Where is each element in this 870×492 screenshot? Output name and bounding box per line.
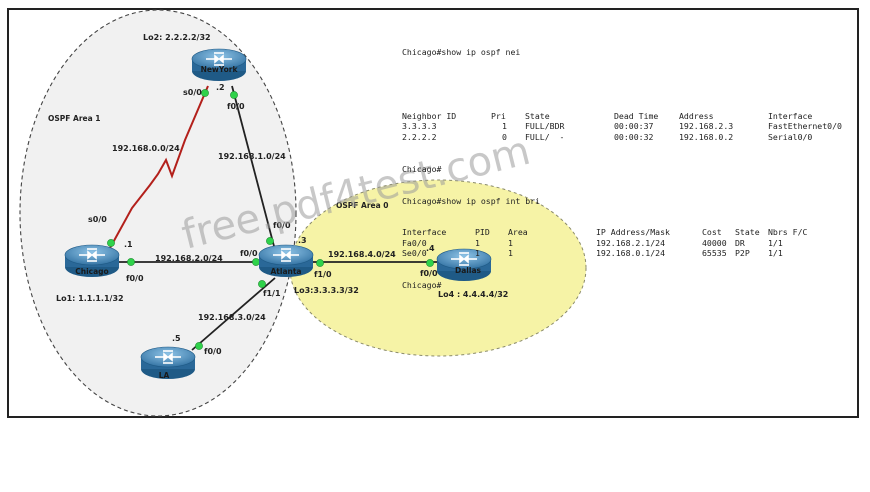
link-newyork-atlanta [231, 85, 276, 251]
int-cell: 1/1 [768, 248, 783, 259]
network-label-192-168-4-0: 192.168.4.0/24 [328, 250, 396, 259]
nei-cell: 2.2.2.2 [402, 131, 437, 142]
nei-cell: 00:00:32 [614, 131, 654, 142]
nei-cell: Serial0/0 [768, 131, 813, 142]
nei-cell: 192.168.0.2 [679, 131, 734, 142]
int-cell: 1 [508, 237, 513, 248]
dallas-f0-label: f0/0 [420, 269, 438, 278]
router-atlanta[interactable]: Atlanta [258, 244, 314, 278]
int-cell: 192.168.2.1/24 [596, 237, 666, 248]
int-cell: Fa0/0 [402, 237, 427, 248]
la-f0-label: f0/0 [204, 347, 222, 356]
chicago-host-label: .1 [124, 240, 133, 249]
area-0-label: OSPF Area 0 [336, 201, 389, 210]
interface-brief-table: Interface PID Area IP Address/Mask Cost … [402, 227, 807, 259]
chicago-s0-label: s0/0 [88, 215, 107, 224]
atlanta-host-label: .3 [298, 236, 307, 245]
router-dallas[interactable]: Dallas [436, 248, 492, 282]
nei-header-dead-time: Dead Time [614, 110, 659, 121]
chicago-f0-label: f0/0 [126, 274, 144, 283]
router-chicago[interactable]: Chicago [64, 244, 120, 278]
router-name: Atlanta [270, 267, 301, 276]
cli-prompt: Chicago#show ip ospf int bri [402, 195, 541, 206]
newyork-loopback-label: Lo2: 2.2.2.2/32 [143, 33, 211, 42]
router-newyork[interactable]: NewYork [191, 48, 247, 82]
newyork-host-label: .2 [216, 83, 225, 92]
int-header-ip-address: IP Address/Mask [596, 227, 670, 238]
newyork-s0-label: s0/0 [183, 88, 202, 97]
chicago-loopback-label: Lo1: 1.1.1.1/32 [56, 294, 124, 303]
int-header-nbrs: Nbrs F/C [768, 227, 808, 238]
cli-blank [402, 79, 540, 90]
nei-header-state: State [525, 110, 550, 121]
router-name: Chicago [75, 267, 108, 276]
nei-header-interface: Interface [768, 110, 813, 121]
router-name: NewYork [201, 65, 239, 74]
int-header-area: Area [508, 227, 528, 238]
ospf-topology-diagram: NewYork Chicago Atlanta Dallas LA OSPF A… [19, 9, 587, 417]
nei-cell: 0 [502, 131, 507, 142]
port-dot [426, 259, 434, 267]
nei-cell: 1 [502, 121, 507, 132]
area-1-label: OSPF Area 1 [48, 114, 101, 123]
nei-cell: FastEthernet0/0 [768, 121, 842, 132]
atlanta-f0-0-label: f0/0 [273, 221, 291, 230]
ospf-area-1-ellipse [19, 9, 297, 417]
network-label-192-168-2-0: 192.168.2.0/24 [155, 254, 223, 263]
network-label-192-168-3-0: 192.168.3.0/24 [198, 313, 266, 322]
link-chicago-newyork [109, 85, 209, 249]
int-cell: 40000 [702, 237, 727, 248]
nei-cell: 00:00:37 [614, 121, 654, 132]
newyork-f0-label: f0/0 [227, 102, 245, 111]
port-dot [316, 259, 324, 267]
nei-cell: FULL/BDR [525, 121, 565, 132]
cli-prompt: Chicago#show ip ospf nei [402, 47, 521, 58]
neighbor-table: Neighbor ID Pri State Dead Time Address … [402, 110, 842, 143]
int-cell: DR [735, 237, 745, 248]
int-cell: Se0/0 [402, 248, 427, 259]
port-dot [195, 342, 203, 350]
int-cell: 1 [475, 237, 480, 248]
port-dot [252, 258, 260, 266]
int-cell: 1 [508, 248, 513, 259]
port-dot [201, 89, 209, 97]
int-header-interface: Interface [402, 227, 447, 238]
port-dot [258, 280, 266, 288]
atlanta-f1-0-label: f1/0 [314, 270, 332, 279]
int-header-cost: Cost [702, 227, 722, 238]
cli-prompt: Chicago# [402, 163, 442, 174]
dallas-host-label: .4 [426, 244, 435, 253]
link-atlanta-la [191, 277, 276, 351]
nei-cell: 3.3.3.3 [402, 121, 437, 132]
int-cell: 1/1 [768, 237, 783, 248]
int-cell: 65535 [702, 248, 727, 259]
int-cell: 1 [475, 248, 480, 259]
router-la[interactable]: LA [140, 346, 196, 380]
network-label-192-168-0-0: 192.168.0.0/24 [112, 144, 180, 153]
network-label-192-168-1-0: 192.168.1.0/24 [218, 152, 286, 161]
port-dot [230, 91, 238, 99]
nei-cell: 192.168.2.3 [679, 121, 734, 132]
nei-header-neighbor-id: Neighbor ID [402, 110, 457, 121]
router-name: LA [159, 371, 170, 380]
atlanta-loopback-label: Lo3:3.3.3.3/32 [294, 286, 359, 295]
atlanta-f1-1-label: f1/1 [263, 289, 281, 298]
nei-header-address: Address [679, 110, 714, 121]
port-dot [266, 237, 274, 245]
int-header-state: State [735, 227, 760, 238]
la-host-label: .5 [172, 334, 181, 343]
int-cell: P2P [735, 248, 750, 259]
router-name: Dallas [455, 266, 481, 275]
int-cell: 192.168.0.1/24 [596, 248, 666, 259]
nei-cell: FULL/ - [525, 131, 565, 142]
port-dot [127, 258, 135, 266]
int-header-pid: PID [475, 227, 490, 238]
nei-header-pri: Pri [491, 110, 506, 121]
cli-output: Chicago#show ip ospf nei Neighbor ID Pri… [402, 26, 842, 301]
port-dot [107, 239, 115, 247]
atlanta-f0-label: f0/0 [240, 249, 258, 258]
cli-prompt: Chicago# [402, 280, 442, 291]
dallas-loopback-label: Lo4 : 4.4.4.4/32 [438, 290, 508, 299]
